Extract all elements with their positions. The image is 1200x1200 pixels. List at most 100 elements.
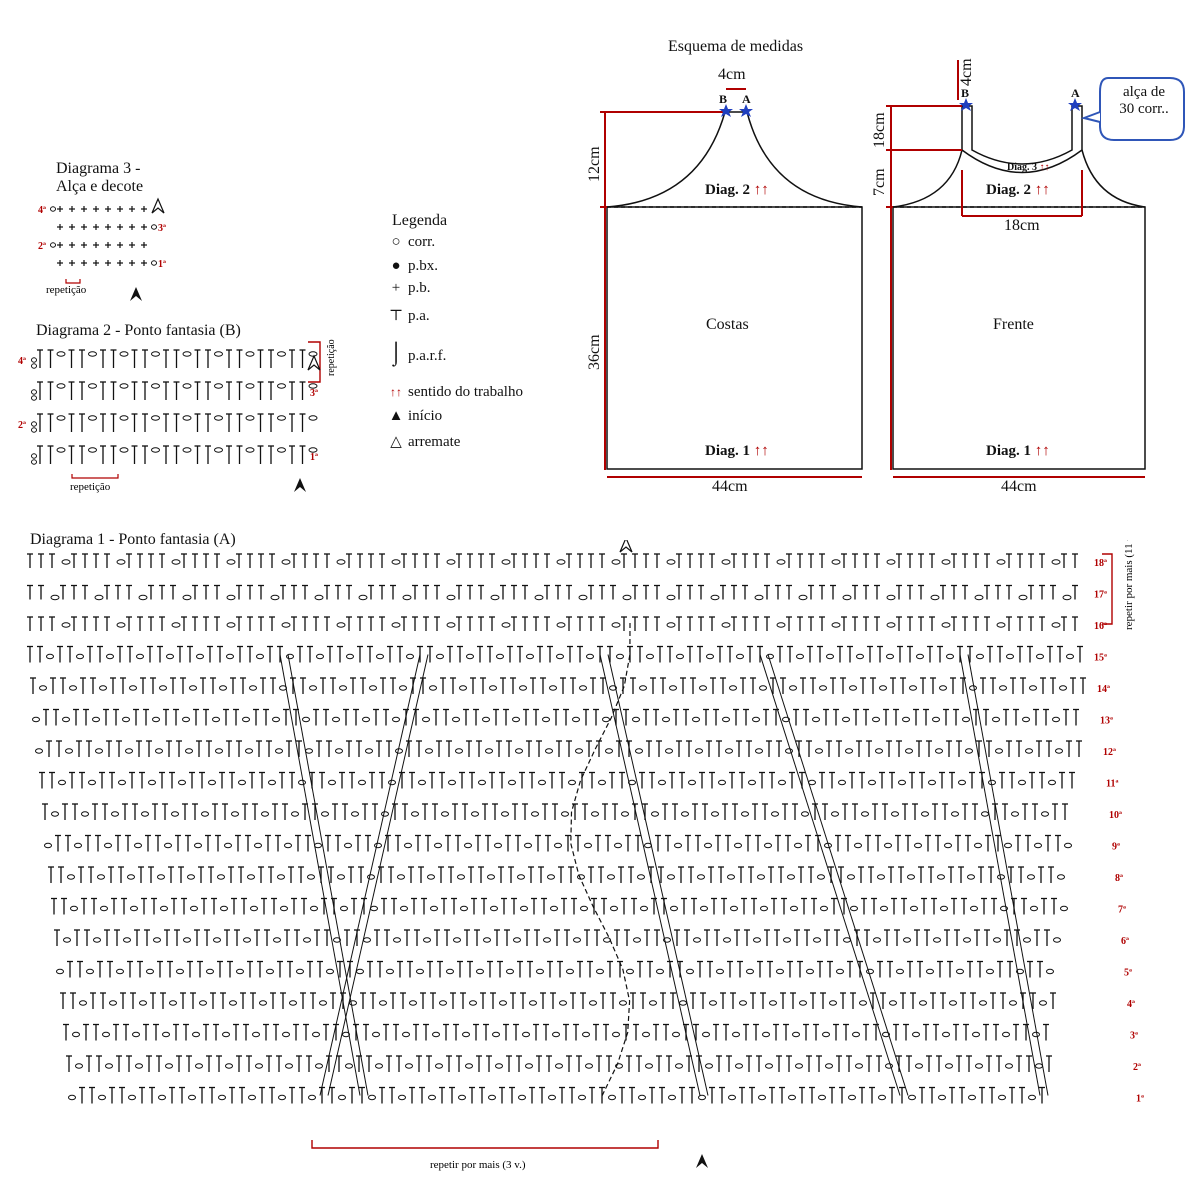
- measures-schematic: [600, 60, 1185, 478]
- legend-item: + p.b.: [388, 280, 431, 297]
- legend-label: p.a.: [408, 308, 430, 324]
- diagram1-row-label: 8ª: [1115, 873, 1123, 884]
- legend-item: ▲início: [388, 408, 443, 425]
- start-arrow-icon: [294, 478, 306, 492]
- legend-symbol: ▲: [388, 408, 404, 424]
- back-width: 44cm: [712, 478, 748, 495]
- front-strap-diag: Diag. 3 ↑↑: [1007, 162, 1050, 173]
- diagram3-title: Diagrama 3 - Alça e decote: [56, 160, 144, 195]
- back-body-diag: Diag. 1 ↑↑: [705, 443, 769, 459]
- diagram1-row-label: 13ª: [1100, 716, 1113, 727]
- diagram1-row-label: 4ª: [1127, 999, 1135, 1010]
- front-yoke-diag: Diag. 2 ↑↑: [986, 182, 1050, 198]
- legend-symbol: ●: [391, 258, 401, 274]
- legend-item: ⊤p.a.: [388, 306, 430, 325]
- back-point-b: B: [719, 92, 728, 106]
- legend-symbol: △: [390, 434, 402, 450]
- legend: Legenda ○corr.●p.bx.+p.b.⊤p.a.⌡p.a.r.f.↑…: [388, 212, 523, 454]
- back-name: Costas: [706, 316, 749, 333]
- front-point-b: B: [961, 86, 970, 100]
- legend-title: Legenda: [392, 212, 448, 229]
- start-arrow-icon: [130, 287, 142, 301]
- legend-symbol: ⌡: [389, 340, 403, 365]
- diagram2-side-repeat-label: repetição: [326, 339, 337, 376]
- diagram3-repeat-label: repetição: [46, 284, 87, 296]
- legend-symbol: +: [391, 280, 401, 296]
- diagram2-row-label: 2ª: [18, 420, 26, 431]
- end-arrow-icon: [151, 197, 165, 214]
- front-neck-strap: [961, 105, 1083, 174]
- diagram3-chart: 4ª 3ª 2ª 1ª repetição: [38, 197, 166, 301]
- back-yoke-right: [746, 111, 863, 208]
- start-arrow-icon: [696, 1154, 708, 1168]
- diagram1-row-label: 3ª: [1130, 1031, 1138, 1042]
- diagram1-row-label: 11ª: [1106, 779, 1118, 790]
- diagram1-row-label: 6ª: [1121, 936, 1129, 947]
- strap-callout-text: alça de 30 corr..: [1119, 84, 1169, 117]
- legend-symbol: ↑↑: [390, 385, 402, 399]
- legend-item: △ arremate: [388, 432, 460, 451]
- diagram1-side-repeat-label: repetir por mais (11 v.): [1123, 540, 1135, 630]
- front-body-diag: Diag. 1 ↑↑: [986, 443, 1050, 459]
- front-yoke-height: 7cm: [871, 168, 888, 196]
- legend-item: ○ corr.: [388, 234, 435, 251]
- back-body-height: 36cm: [586, 334, 603, 370]
- diagram1-row-label: 9ª: [1112, 842, 1120, 853]
- diagram2-row-label: 4ª: [18, 356, 26, 367]
- front-body-outline: [892, 206, 1146, 470]
- front-width: 44cm: [1001, 478, 1037, 495]
- diagram3-row-label: 2ª: [38, 241, 46, 252]
- legend-item: ↑↑ sentido do trabalho: [388, 384, 523, 401]
- legend-item: ● p.bx.: [388, 258, 438, 275]
- diagram3-row-label: 4ª: [38, 205, 46, 216]
- diagram2-title: Diagrama 2 - Ponto fantasia (B): [36, 322, 241, 339]
- legend-label: corr.: [408, 234, 436, 250]
- diagram1-row-label: 10ª: [1109, 810, 1122, 821]
- diagram3-row-label: 3ª: [158, 223, 166, 234]
- diagram2-chart: 4ª 3ª 2ª 1ª repetição repetição: [18, 339, 337, 493]
- diagram1-row-label: 7ª: [1118, 905, 1126, 916]
- diagram1-row-label: 2ª: [1133, 1062, 1141, 1073]
- legend-label: arremate: [408, 434, 461, 450]
- legend-label: p.a.r.f.: [408, 348, 447, 364]
- diagram2-row-label: 1ª: [310, 452, 318, 463]
- back-point-a: A: [742, 92, 751, 106]
- diagram2-row-label: 3ª: [310, 388, 318, 399]
- legend-label: p.b.: [408, 280, 431, 296]
- diagram1-row-label: 12ª: [1103, 747, 1116, 758]
- front-point-a: A: [1071, 86, 1080, 100]
- diagram1-row-label: 14ª: [1097, 684, 1110, 695]
- diagram1-row-label: 17ª: [1094, 590, 1107, 601]
- diagram1-row-label: 1ª: [1136, 1094, 1144, 1105]
- diagram1-row-label: 15ª: [1094, 653, 1107, 664]
- front-strap-width: 4cm: [958, 58, 975, 86]
- diagram1-chart: 18ª 17ª 16ª 15ª 14ª 13ª 12ª 11ª 10ª 9ª 8ª 7ª 6ª 5ª 4ª 3…: [27, 540, 1144, 1171]
- front-name: Frente: [993, 316, 1034, 333]
- end-arrow-icon: [307, 354, 321, 371]
- legend-symbol: ⊤: [388, 308, 404, 324]
- legend-label: início: [408, 408, 443, 424]
- legend-label: p.bx.: [408, 258, 438, 274]
- back-yoke-left: [606, 111, 726, 208]
- front-strap-height: 18cm: [871, 112, 888, 148]
- front-yoke-right: [1081, 149, 1146, 208]
- end-arrow-icon: [619, 540, 633, 553]
- diagram3-row-label: 1ª: [158, 259, 166, 270]
- diagram1-title: Diagrama 1 - Ponto fantasia (A): [30, 531, 236, 548]
- diagram2-repeat-label: repetição: [70, 481, 111, 493]
- diagram1-row-label: 16ª: [1094, 621, 1107, 632]
- legend-item: ⌡ p.a.r.f.: [388, 340, 446, 366]
- diagram1-row-label: 18ª: [1094, 558, 1107, 569]
- legend-label: sentido do trabalho: [408, 384, 523, 400]
- front-yoke-left: [892, 149, 963, 208]
- legend-symbol: ○: [391, 234, 401, 250]
- front-neck-width: 18cm: [1004, 217, 1040, 234]
- measures-title: Esquema de medidas: [668, 38, 804, 55]
- back-body-outline: [606, 206, 863, 470]
- diagram1-row-label: 5ª: [1124, 968, 1132, 979]
- diagram1-bottom-repeat-label: repetir por mais (3 v.): [430, 1159, 526, 1171]
- back-neck-width: 4cm: [718, 66, 746, 83]
- strap-callout: [1099, 77, 1185, 141]
- star-markers: [719, 98, 1082, 117]
- back-yoke-height: 12cm: [586, 146, 603, 182]
